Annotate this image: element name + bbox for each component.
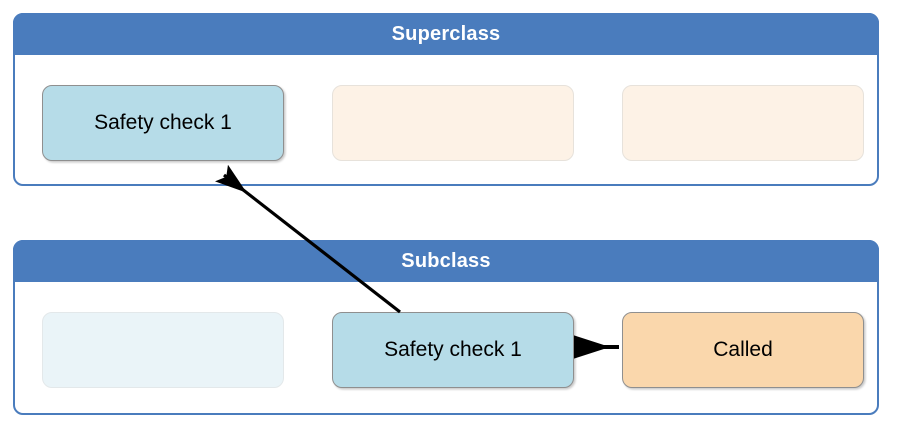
subclass-method-safety-check-1[interactable]: Safety check 1 (332, 312, 574, 388)
superclass-header: Superclass (13, 13, 879, 55)
subclass-method-empty-0[interactable] (42, 312, 284, 388)
subclass-title: Subclass (401, 249, 491, 272)
subclass-method-label-2: Called (713, 338, 773, 361)
subclass-method-label-1: Safety check 1 (384, 338, 522, 361)
superclass-method-empty-1[interactable] (332, 85, 574, 161)
superclass-title: Superclass (391, 22, 501, 45)
superclass-method-safety-check-1[interactable]: Safety check 1 (42, 85, 284, 161)
subclass-container: Subclass Safety check 1 Called (13, 240, 879, 415)
subclass-header: Subclass (13, 240, 879, 282)
superclass-body: Safety check 1 (15, 57, 877, 184)
superclass-method-empty-2[interactable] (622, 85, 864, 161)
superclass-method-label-0: Safety check 1 (94, 111, 232, 134)
subclass-body: Safety check 1 Called (15, 284, 877, 413)
superclass-container: Superclass Safety check 1 (13, 13, 879, 186)
subclass-method-called[interactable]: Called (622, 312, 864, 388)
